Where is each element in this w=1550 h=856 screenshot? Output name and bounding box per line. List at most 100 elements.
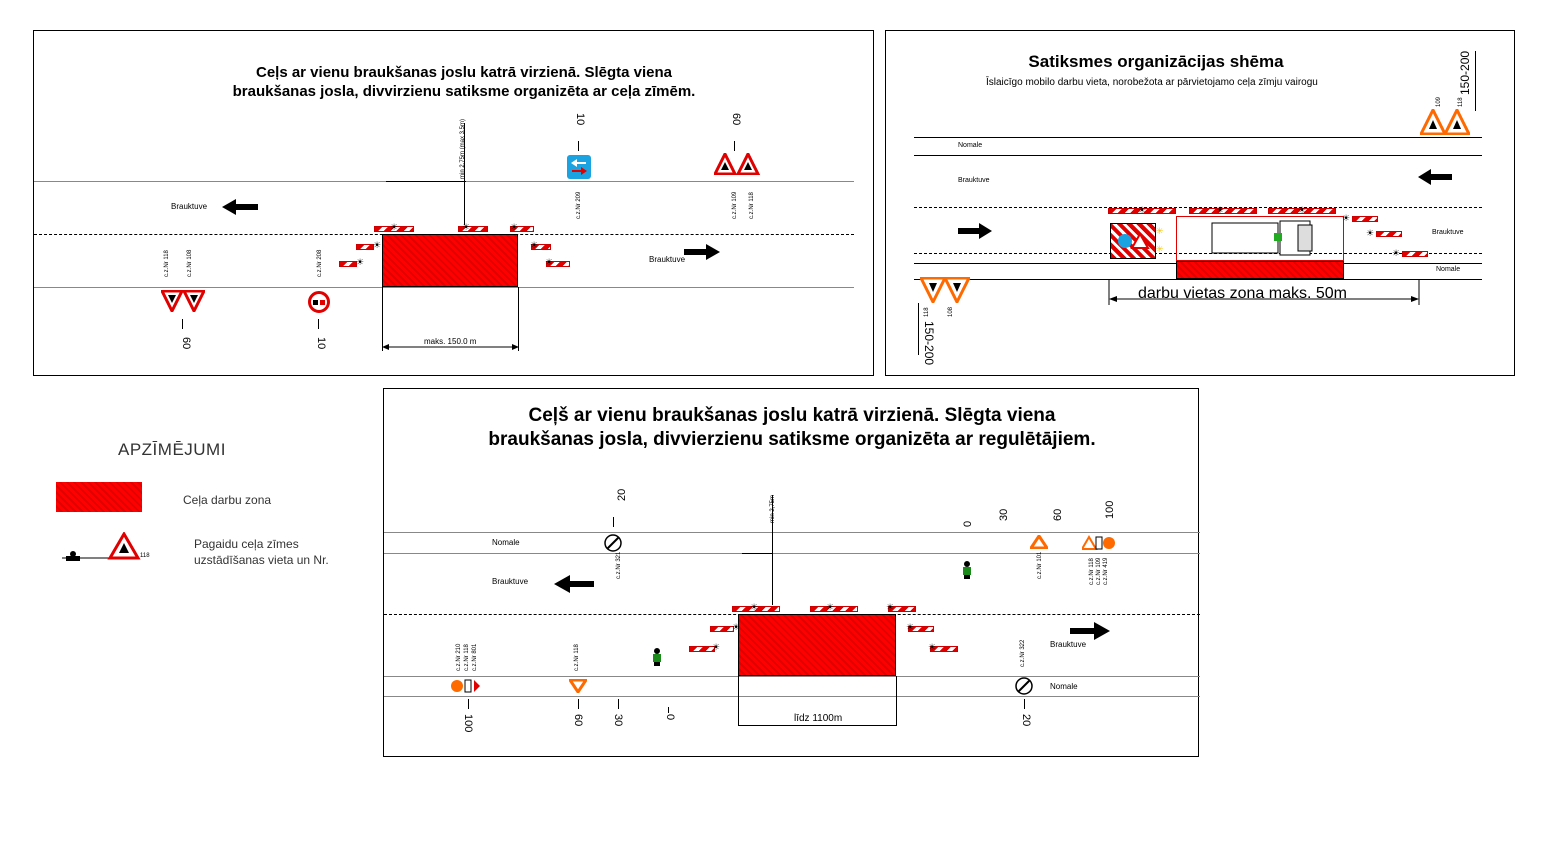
barrier bbox=[546, 261, 570, 267]
road-edge bbox=[914, 279, 1482, 280]
road-edge bbox=[384, 676, 1200, 677]
sign-group-icon bbox=[451, 679, 480, 693]
sign-number: c.z.Nr 210 bbox=[456, 643, 462, 671]
warning-lamp-icon: ☀ bbox=[826, 602, 835, 612]
road-label-left: Brauktuve bbox=[171, 202, 208, 211]
end-restriction-sign-icon bbox=[604, 534, 622, 552]
warning-lamp-icon: ☀ bbox=[510, 222, 519, 232]
distance-label: 10 bbox=[574, 113, 586, 126]
shoulder-label: Nomale bbox=[492, 538, 520, 547]
road-edge bbox=[384, 532, 1200, 533]
panel1-title: Ceļs ar vienu braukšanas joslu katrā vir… bbox=[232, 64, 696, 100]
barrier bbox=[732, 606, 780, 612]
shoulder-label: Nomale bbox=[1050, 682, 1078, 691]
sign-post bbox=[1024, 699, 1025, 709]
flashing-light-icon: ✳ bbox=[1156, 226, 1164, 236]
warning-lamp-icon: ☀ bbox=[928, 642, 937, 652]
sign-post bbox=[618, 699, 619, 709]
panel-signs-scheme: Ceļs ar vienu braukšanas joslu katrā vir… bbox=[33, 30, 874, 376]
sign-post bbox=[613, 517, 614, 527]
arrow-right-icon bbox=[684, 244, 720, 260]
range-line bbox=[918, 303, 919, 355]
barrier bbox=[888, 606, 916, 612]
road-edge bbox=[384, 553, 1200, 554]
panel2-title: Satiksmes organizācijas shēma bbox=[1028, 52, 1284, 71]
zone-dim-line bbox=[1108, 279, 1420, 305]
no-overtaking-sign-icon bbox=[308, 291, 330, 313]
distance-label: 20 bbox=[1020, 714, 1032, 727]
barrier bbox=[1268, 208, 1336, 214]
arrow-right-icon bbox=[1070, 622, 1110, 640]
warning-lamp-icon: ☀ bbox=[390, 222, 399, 232]
warning-triangle-sign-icon bbox=[714, 153, 760, 175]
sign-number: c.z.Nr 322 bbox=[1020, 639, 1026, 667]
warning-lamp-icon: ☀ bbox=[732, 622, 741, 632]
zone-length-label: līdz 1100m bbox=[794, 713, 843, 724]
sign-number: 109 bbox=[1436, 96, 1442, 107]
flagger-person-icon bbox=[653, 648, 661, 666]
warning-lamp-icon: ☀ bbox=[750, 602, 759, 612]
shoulder-label: Nomale bbox=[1436, 266, 1461, 273]
barrier bbox=[710, 626, 734, 632]
sign-number: c.z.Nr 801 bbox=[472, 643, 478, 671]
priority-oncoming-sign-icon bbox=[567, 155, 591, 179]
width-dim-line bbox=[772, 495, 773, 605]
zone-length-label: maks. 150.0 m bbox=[424, 337, 477, 346]
distance-label: 60 bbox=[730, 113, 742, 126]
distance-label: 60 bbox=[1052, 508, 1064, 521]
width-dim-line bbox=[464, 123, 465, 225]
range-line bbox=[1475, 51, 1476, 111]
warning-triangle-sign-icon bbox=[920, 277, 970, 303]
sign-number: c.z.Nr 101 bbox=[1037, 551, 1043, 579]
warning-triangle-sign-icon bbox=[161, 290, 205, 312]
distance-label: 0 bbox=[962, 520, 974, 527]
warning-lamp-icon: ☀ bbox=[1392, 248, 1401, 258]
distance-label: 10 bbox=[315, 337, 327, 350]
warning-lamp-icon: ☀ bbox=[1298, 205, 1307, 215]
sign-number: c.z.Nr 118 bbox=[464, 644, 470, 671]
barrier bbox=[930, 646, 958, 652]
distance-label: 100 bbox=[462, 714, 474, 733]
zone-length-tick bbox=[738, 676, 739, 726]
legend: APZĪMĒJUMI Ceļa darbu zona 118 Pagaidu c… bbox=[50, 430, 370, 590]
arrow-board bbox=[1110, 223, 1156, 259]
warning-triangle-sign-icon bbox=[1030, 535, 1048, 549]
distance-label: 30 bbox=[998, 508, 1010, 521]
warning-lamp-icon: ☀ bbox=[356, 257, 365, 267]
warning-lamp-icon: ☀ bbox=[712, 642, 721, 652]
road-label: Brauktuve bbox=[958, 177, 990, 184]
road-label: Brauktuve bbox=[1432, 229, 1464, 236]
warning-lamp-icon: ☀ bbox=[1366, 228, 1375, 238]
work-zone bbox=[738, 614, 896, 676]
sign-number: 108 bbox=[948, 306, 954, 317]
barrier bbox=[374, 226, 414, 232]
barrier bbox=[689, 646, 715, 652]
legend-sign-label: Pagaidu ceļa zīmes uzstādīšanas vieta un… bbox=[194, 537, 329, 568]
panel-flaggers-scheme: Ceļš ar vienu braukšanas joslu katrā vir… bbox=[383, 388, 1200, 757]
sign-number: c.z.Nr 118 bbox=[164, 250, 170, 277]
sign-number: 118 bbox=[1458, 97, 1464, 107]
sign-post bbox=[734, 141, 735, 151]
sign-post bbox=[578, 699, 579, 709]
width-dim-line bbox=[386, 181, 466, 182]
arrow-right-icon bbox=[958, 223, 992, 239]
road-edge bbox=[914, 155, 1482, 156]
sign-number: c.z.Nr 321 bbox=[616, 551, 622, 579]
warning-lamp-icon: ☀ bbox=[1138, 205, 1147, 215]
shoulder-label: Nomale bbox=[958, 142, 983, 149]
legend-sign-number: 118 bbox=[140, 553, 150, 559]
barrier bbox=[1108, 208, 1176, 214]
sign-post bbox=[318, 319, 319, 329]
road-label-right: Brauktuve bbox=[649, 255, 686, 264]
distance-label: 100 bbox=[1104, 500, 1116, 519]
zone-length-tick bbox=[896, 676, 897, 726]
warning-lamp-icon: ☀ bbox=[462, 222, 471, 232]
road-label: Brauktuve bbox=[1050, 640, 1087, 649]
barrier bbox=[510, 226, 534, 232]
legend-zone-label: Ceļa darbu zona bbox=[183, 493, 272, 507]
sign-post bbox=[182, 319, 183, 329]
zone-length-label: darbu vietas zona maks. 50m bbox=[1138, 285, 1347, 302]
width-note: min 2,75m bbox=[770, 494, 776, 523]
panel3-title: Ceļš ar vienu braukšanas joslu katrā vir… bbox=[488, 405, 1096, 450]
width-note: min 2,75m (max 3,5m) bbox=[460, 118, 466, 179]
